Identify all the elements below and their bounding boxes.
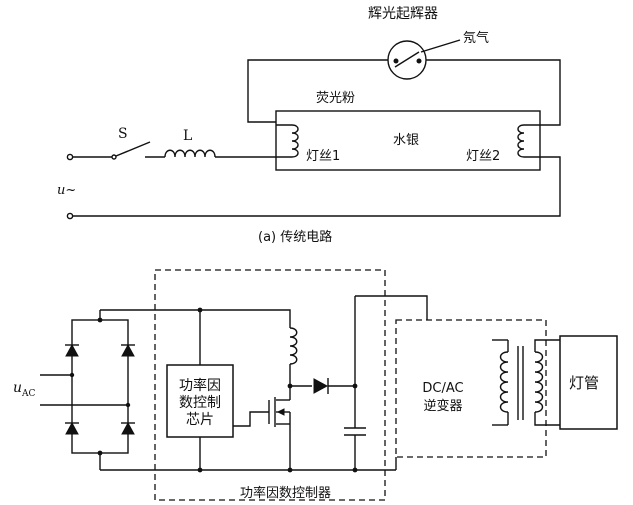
switch-left-contact: [111, 154, 117, 160]
starter-label: 辉光起辉器: [368, 6, 438, 22]
filament1-label: 灯丝1: [306, 149, 341, 164]
bridge-frame: [71, 319, 129, 454]
neon-label: 氖气: [463, 31, 490, 46]
filament2-coil: [517, 124, 540, 158]
ac-source-label: uAC: [13, 380, 36, 399]
traditional-circuit: [66, 39, 561, 220]
return-wire: [73, 156, 561, 217]
bridge-diode-bottom-left: [65, 421, 79, 435]
pfc-mosfet: [233, 386, 293, 473]
transformer-primary: [499, 351, 509, 413]
bridge-diode-top-left: [65, 343, 79, 357]
caption-traditional: (a) 传统电路: [258, 230, 333, 245]
phosphor-label: 荧光粉: [316, 91, 356, 106]
starter-bulb: [387, 40, 427, 80]
pfc-controller-boundary: [154, 269, 386, 501]
bridge-diode-bottom-right: [121, 421, 135, 435]
pfc-inductor: [289, 327, 298, 365]
starter-wire-right: [426, 59, 561, 126]
bridge-diode-top-right: [121, 343, 135, 357]
pfc-chip-box: [166, 364, 234, 438]
source-terminal-top: [66, 153, 74, 161]
dc-bus-wire: [355, 295, 428, 320]
mercury-label: 水银: [393, 133, 420, 148]
source-terminal-bottom: [66, 212, 74, 220]
switch-blade: [115, 141, 151, 157]
starter-contact: [394, 51, 420, 68]
inverter-boundary: [395, 319, 547, 458]
filament2-label: 灯丝2: [466, 149, 501, 164]
inverter-label: DC/AC 逆变器: [422, 381, 464, 414]
neon-pointer: [420, 39, 461, 53]
pfc-chip-label: 功率因 数控制 芯片: [179, 378, 221, 428]
filament1-coil: [276, 124, 299, 158]
starter-wire: [247, 59, 388, 123]
transformer-secondary: [534, 351, 544, 413]
inductor-label: L: [183, 128, 193, 144]
lamp-label: 灯管: [569, 374, 600, 392]
electronic-ballast-circuit: [40, 269, 618, 501]
inductor-coil: [164, 149, 216, 158]
lamp-tube-box: [559, 335, 618, 430]
positive-rail: [100, 309, 291, 328]
source-label: u~: [57, 183, 77, 198]
pfc-controller-caption: 功率因数控制器: [240, 486, 332, 501]
tube-body: [275, 110, 541, 171]
switch-label: S: [118, 126, 128, 142]
boost-diode: [313, 378, 329, 394]
